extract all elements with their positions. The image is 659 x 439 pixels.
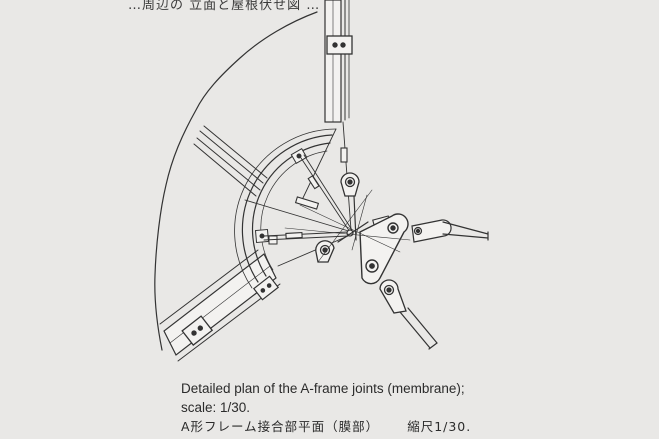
joint-plate-icon [359, 213, 409, 285]
membrane-outline [154, 11, 318, 351]
curved-joint-arc [234, 128, 337, 289]
right-rod-end [411, 219, 489, 243]
lower-left-frame-member [159, 249, 281, 362]
caption-english-line-2: scale: 1/30. [181, 400, 251, 415]
diagonal-frame-member [193, 125, 268, 197]
cropped-header-text: …周辺の 立面と屋根伏せ図 … [128, 0, 321, 13]
caption-japanese-line: A形フレーム接合部平面（膜部） 縮尺1/30. [181, 417, 471, 436]
lower-right-rod-end [399, 307, 438, 350]
central-node [337, 195, 369, 243]
pin-icon [315, 172, 407, 314]
center-lines [284, 189, 411, 263]
upper-frame-member [324, 0, 353, 123]
caption-japanese-title: A形フレーム接合部平面（膜部） [181, 419, 380, 434]
turnbuckle-icon [285, 147, 391, 239]
caption-japanese-scale: 縮尺1/30. [407, 419, 472, 434]
caption-english-line-1: Detailed plan of the A-frame joints (mem… [181, 381, 465, 396]
arc-brackets [254, 147, 308, 245]
figure-caption: Detailed plan of the A-frame joints (mem… [181, 379, 471, 436]
